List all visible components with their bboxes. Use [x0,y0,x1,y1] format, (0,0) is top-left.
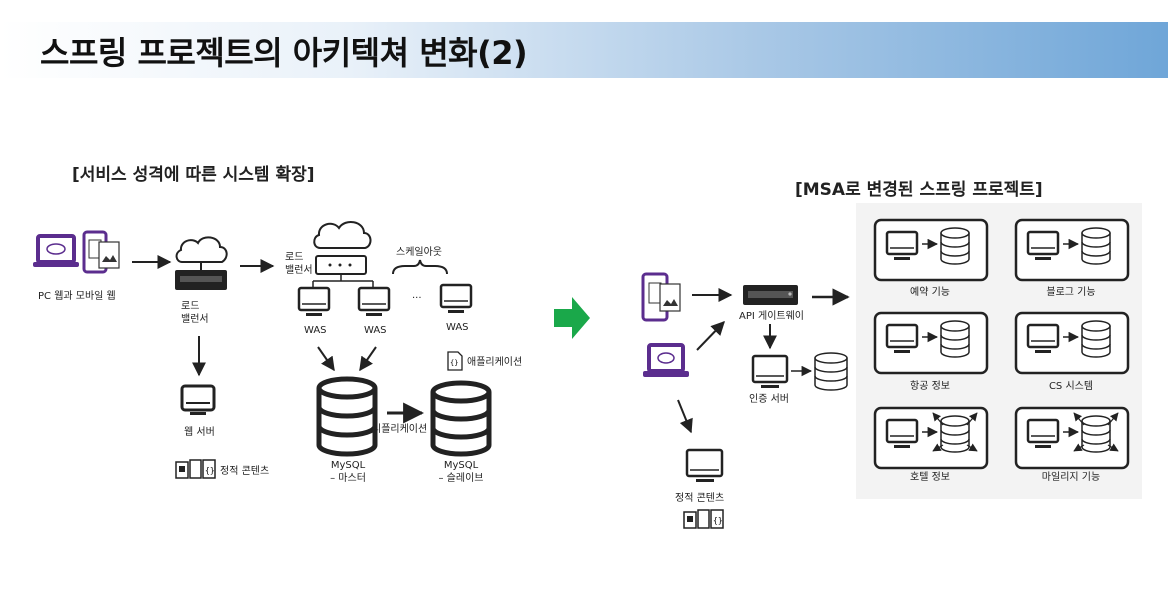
mobile-icon [82,230,120,274]
auth-server-label: 인증 서버 [749,394,789,405]
load-balancer-1-icon [175,236,228,290]
static-content-label: 정적 콘텐츠 [220,466,270,477]
db-master-icon [316,376,378,457]
static-content-icon: {} [175,459,216,479]
client-label: PC 웹과 모바일 웹 [38,291,116,302]
service-box-mileage [1014,406,1130,470]
db-master-label: MySQL – 마스터 [330,460,366,484]
transition-arrow-icon [554,297,590,339]
service-box-hotel [873,406,989,470]
scaleout-label: 스케일아웃 [396,247,442,258]
was-ellipsis: ... [412,290,422,301]
svg-text:{}: {} [450,359,458,367]
svg-text:{}: {} [713,516,723,525]
right-static-content-label: 정적 콘텐츠 [675,493,725,504]
service-label-hotel: 호텔 정보 [910,472,950,483]
web-server-label: 웹 서버 [184,427,215,438]
service-label-blog: 블로그 기능 [1046,287,1096,298]
was-1-icon [297,286,331,316]
service-label-flight: 항공 정보 [910,381,950,392]
api-gateway-icon [743,285,798,305]
application-file-icon: {} [447,351,463,371]
right-mobile-icon [641,272,681,322]
right-static-server-icon [685,448,724,482]
left-section-title: [서비스 성격에 따른 시스템 확장] [72,165,315,185]
svg-text:{}: {} [205,466,215,475]
db-slave-label: MySQL – 슬레이브 [438,460,484,484]
service-label-reservation: 예약 기능 [910,287,950,298]
slide-title: 스프링 프로젝트의 아키텍쳐 변화(2) [40,34,528,72]
application-label: 애플리케이션 [467,357,523,368]
service-box-blog [1014,218,1130,282]
service-box-cs [1014,311,1130,375]
was-3-label: WAS [446,322,469,333]
right-section-title: [MSA로 변경된 스프링 프로젝트] [795,180,1043,200]
load-balancer-1-label: 로드 밸런서 [181,301,209,325]
pc-icon [33,234,79,267]
service-label-cs: CS 시스템 [1048,381,1094,392]
auth-db-icon [814,352,848,391]
replication-label: 리플리케이션 [372,424,428,435]
was-1-label: WAS [304,325,327,336]
load-balancer-2-icon [312,221,374,287]
right-pc-icon [643,343,689,377]
service-box-reservation [873,218,989,282]
was-3-icon [439,283,473,313]
web-server-icon [180,384,216,415]
was-2-icon [357,286,391,316]
right-static-content-icon: {} [683,509,724,529]
was-2-label: WAS [364,325,387,336]
load-balancer-2-label: 로드 밸런서 [285,252,313,276]
service-label-mileage: 마일리지 기능 [1041,472,1101,483]
service-box-flight [873,311,989,375]
auth-server-icon [751,354,789,388]
db-slave-icon [430,380,492,457]
scaleout-brace [392,259,448,275]
api-gateway-label: API 게이트웨이 [739,311,804,322]
title-bar: 스프링 프로젝트의 아키텍쳐 변화(2) [0,22,1168,78]
